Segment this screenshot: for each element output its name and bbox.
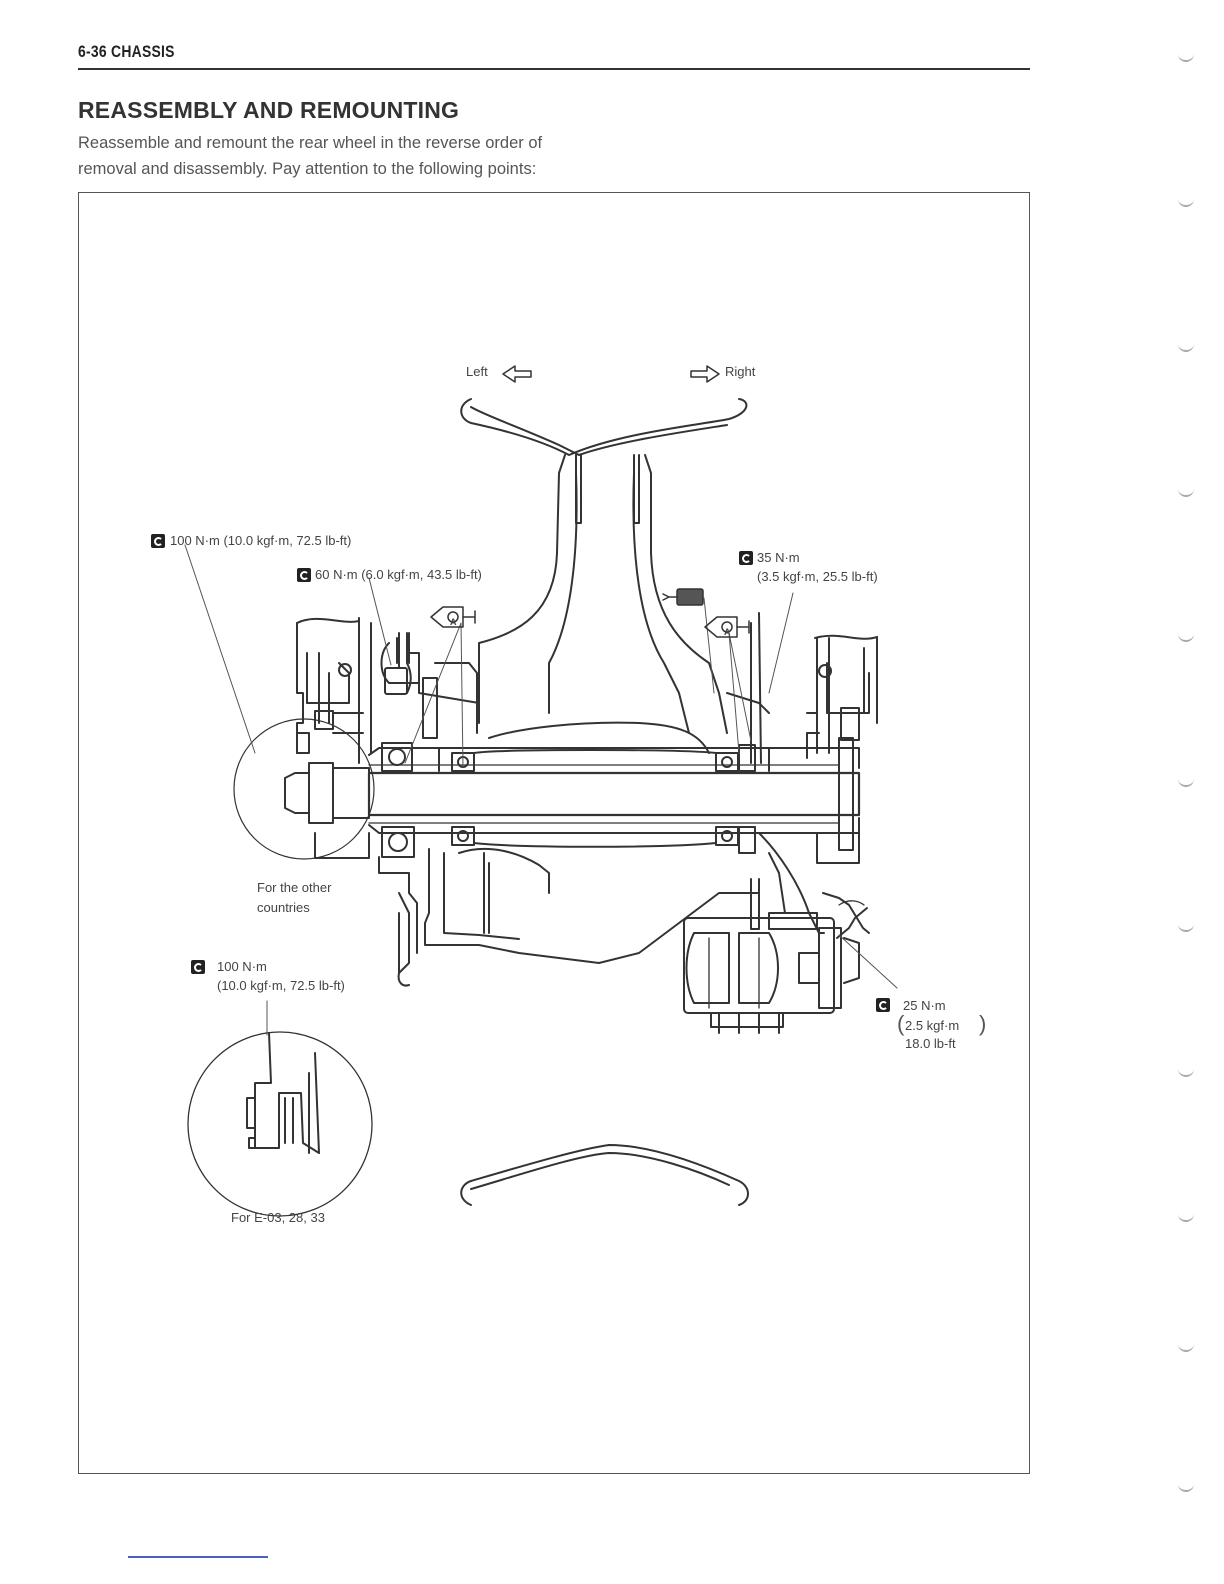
torque-wrench-icon bbox=[739, 551, 753, 565]
hub-lower bbox=[378, 832, 825, 987]
grease-gun-icon bbox=[430, 606, 476, 628]
leader-lines bbox=[184, 544, 898, 1036]
bearings-upper bbox=[381, 742, 770, 772]
wheel-cross-section-drawing bbox=[184, 365, 898, 1217]
other-countries-label-2: countries bbox=[257, 900, 310, 915]
margin-mark bbox=[1178, 1480, 1194, 1492]
bracket-open: ( bbox=[897, 1011, 905, 1036]
margin-mark bbox=[1178, 485, 1194, 497]
torque-label-100-low-line2: (10.0 kgf·m, 72.5 lb-ft) bbox=[217, 978, 345, 993]
intro-line-1: Reassemble and remount the rear wheel in… bbox=[78, 134, 543, 152]
inset-caption: For E-03, 28, 33 bbox=[231, 1210, 325, 1225]
inset-detail-circle bbox=[187, 1031, 373, 1217]
bearings-lower bbox=[381, 826, 756, 858]
grease-mark-a-right: A bbox=[724, 627, 731, 637]
torque-wrench-icon bbox=[191, 960, 205, 974]
direction-right-label: Right bbox=[725, 364, 756, 379]
margin-mark bbox=[1178, 775, 1194, 787]
margin-mark bbox=[1178, 195, 1194, 207]
page-header: 6-36 CHASSIS bbox=[78, 40, 1030, 70]
wheel-rim-upper bbox=[460, 398, 748, 524]
section-title: REASSEMBLY AND REMOUNTING bbox=[78, 97, 460, 123]
intro-text: Reassemble and remount the rear wheel in… bbox=[78, 130, 718, 182]
arrow-left-icon bbox=[502, 365, 532, 383]
torque-wrench-icon bbox=[151, 534, 165, 548]
margin-mark bbox=[1178, 1340, 1194, 1352]
wheel-assembly-figure: Left Right 100 N·m (10.0 kgf·m, 72.5 lb-… bbox=[78, 192, 1030, 1474]
detail-circle-axle-end bbox=[233, 718, 375, 860]
torque-wrench-icon bbox=[297, 568, 311, 582]
direction-left-label: Left bbox=[466, 364, 488, 379]
footer-link-line bbox=[128, 1556, 268, 1558]
axle-shaft bbox=[284, 737, 861, 851]
margin-mark bbox=[1178, 1065, 1194, 1077]
torque-label-35-line1: 35 N·m bbox=[757, 550, 800, 565]
margin-mark bbox=[1178, 50, 1194, 62]
margin-mark bbox=[1178, 1210, 1194, 1222]
margin-mark bbox=[1178, 920, 1194, 932]
torque-wrench-icon bbox=[876, 998, 890, 1012]
bracket-close: ) bbox=[979, 1011, 987, 1036]
torque-label-100-low-line1: 100 N·m bbox=[217, 959, 267, 974]
other-countries-label-1: For the other bbox=[257, 880, 332, 895]
wheel-rim-lower bbox=[460, 1144, 749, 1206]
torque-label-35-line2: (3.5 kgf·m, 25.5 lb-ft) bbox=[757, 569, 878, 584]
swingarm-right bbox=[806, 634, 878, 864]
torque-label-axle-nut: 100 N·m (10.0 kgf·m, 72.5 lb-ft) bbox=[170, 533, 352, 548]
torque-label-25-line2: 2.5 kgf·m bbox=[905, 1018, 960, 1033]
intro-line-2: removal and disassembly. Pay attention t… bbox=[78, 160, 537, 178]
margin-mark bbox=[1178, 630, 1194, 642]
torque-label-sprocket-nut: 60 N·m (6.0 kgf·m, 43.5 lb-ft) bbox=[315, 567, 482, 582]
grease-gun-icon bbox=[704, 616, 750, 638]
torque-label-25-line3: 18.0 lb-ft bbox=[905, 1036, 956, 1051]
grease-mark-a-left: A bbox=[450, 617, 457, 627]
page-label: 6-36 CHASSIS bbox=[78, 42, 175, 61]
swingarm-left bbox=[296, 617, 372, 859]
margin-mark bbox=[1178, 340, 1194, 352]
torque-label-25-line1: 25 N·m bbox=[903, 998, 946, 1013]
arrow-right-icon bbox=[690, 365, 720, 383]
axle-nut-left bbox=[384, 632, 412, 695]
brake-caliper-bracket bbox=[683, 892, 870, 1034]
thread-lock-icon bbox=[662, 588, 704, 606]
